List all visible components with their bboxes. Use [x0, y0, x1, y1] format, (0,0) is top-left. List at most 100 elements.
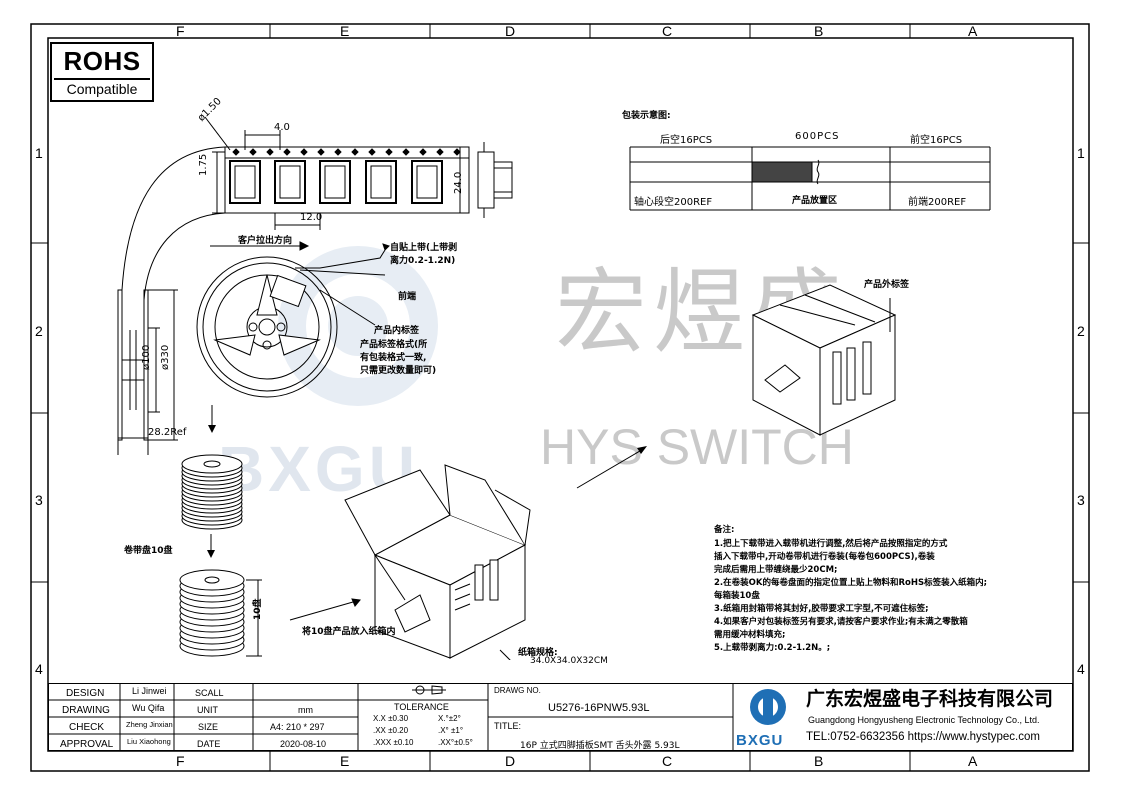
zone-row-4-right: 4 [1077, 661, 1085, 677]
rohs-title: ROHS [63, 46, 141, 76]
inner-label-line1: 产品标签格式(所 [360, 340, 428, 350]
notes-line-3: 完成后需用上带缠绕最少20CM; [714, 565, 838, 575]
put-in-carton-label: 将10盘产品放入纸箱内 [302, 627, 396, 637]
zone-col-d-bottom: D [505, 753, 516, 769]
zone-row-1-left: 1 [35, 145, 43, 161]
front-end-label: 前端 [398, 292, 417, 302]
dim-pocket-pitch: 12.0 [300, 212, 323, 223]
title-label: TITLE: [494, 721, 522, 731]
drawing-title: 16P 立式四脚插板SMT 舌头外露 5.93L [520, 741, 680, 751]
reel-stack-top [181, 454, 243, 530]
packing-front-empty: 前空16PCS [910, 135, 963, 146]
drawing-no: U5276-16PNW5.93L [548, 702, 650, 714]
zone-row-2-left: 2 [35, 323, 43, 339]
size-value: A4: 210 * 297 [270, 722, 325, 732]
title-block-grid [48, 683, 1073, 751]
zone-row-4-left: 4 [35, 661, 43, 677]
dim-tape-width: 24.0 [453, 171, 464, 194]
approval-name: Liu Xiaohong [127, 737, 171, 746]
tolerance-5: .X° ±1° [438, 726, 464, 735]
notes-line-8: 需用缓冲材料填充; [714, 630, 786, 640]
zone-col-e-top: E [340, 23, 350, 39]
dim-reel-width: 28.2Ref [148, 427, 187, 438]
company-logo-text: BXGU [736, 732, 784, 749]
zone-col-b-bottom: B [814, 753, 824, 769]
peel-force-label: 离力0.2-1.2N) [390, 256, 456, 266]
notes-title: 备注: [714, 525, 735, 535]
notes-line-7: 4.如果客户对包装标签另有要求,请按客户要求作业;有未满之零散箱 [714, 617, 968, 627]
drawing-label: DRAWING [62, 705, 110, 716]
closed-carton [751, 284, 897, 436]
design-name: Li Jinwei [132, 686, 167, 696]
notes-line-9: 5.上载带剥离力:0.2-1.2N。; [714, 643, 831, 653]
notes-line-4: 2.在卷装OK的每卷盘面的指定位置上贴上物料和RoHS标签装入纸箱内; [714, 578, 987, 588]
packing-qty: 600PCS [795, 131, 840, 142]
zone-col-e-bottom: E [340, 753, 350, 769]
open-carton [289, 464, 531, 660]
carrier-tape-drawing [117, 116, 513, 455]
scale-label: SCALL [195, 688, 224, 698]
inner-label-line2: 有包装格式一致, [360, 353, 427, 363]
approval-label: APPROVAL [60, 739, 114, 750]
drawing-no-label: DRAWG NO. [494, 686, 541, 695]
dim-reel-diameter: ø330 [160, 344, 171, 370]
reel-callouts [295, 243, 390, 326]
packing-title: 包装示意图: [622, 111, 671, 121]
rohs-badge: ROHS Compatible [50, 42, 154, 102]
tolerance-6: .XX°±0.5° [438, 738, 473, 747]
date-label: DATE [197, 739, 221, 749]
rohs-subtitle: Compatible [54, 78, 150, 98]
packing-diagram [629, 146, 991, 211]
tolerance-2: .XX ±0.20 [373, 726, 409, 735]
zone-col-f-top: F [176, 23, 185, 39]
notes-line-1: 1.把上下载带进入载带机进行调整,然后将产品按照指定的方式 [714, 539, 948, 549]
company-name-en: Guangdong Hongyusheng Electronic Technol… [808, 715, 1040, 725]
packing-hub-empty: 轴心段空200REF [634, 197, 713, 208]
zone-row-1-right: 1 [1077, 145, 1085, 161]
date-value: 2020-08-10 [280, 739, 327, 749]
company-name-cn: 广东宏煜盛电子科技有限公司 [806, 688, 1054, 710]
check-name: Zheng Jinxian [126, 720, 173, 729]
down-arrow-icon-2 [207, 534, 215, 558]
carton-spec-size: 34.0X34.0X32CM [530, 656, 608, 666]
design-label: DESIGN [66, 688, 105, 699]
packing-front-end: 前端200REF [908, 197, 967, 208]
size-label: SIZE [198, 722, 219, 732]
tolerance-1: X.X ±0.30 [373, 714, 409, 723]
carton-spec-title: 纸箱规格: [518, 648, 558, 658]
dim-hub-diameter: ø100 [141, 344, 152, 370]
self-adhesive-label: 自贴上带(上带剥 [390, 243, 458, 253]
reel-count-label: 卷带盘10盘 [124, 546, 173, 556]
dim-hole-pitch: 4.0 [274, 122, 290, 133]
zone-col-b-top: B [814, 23, 824, 39]
zone-row-3-right: 3 [1077, 492, 1085, 508]
zone-col-f-bottom: F [176, 753, 185, 769]
pull-direction-label: 客户拉出方向 [238, 236, 293, 246]
watermark-en: HYS SWITCH [540, 419, 854, 475]
diagonal-arrow-icon [576, 446, 647, 489]
stack-height-label: 10盘 [253, 598, 263, 620]
drawing-name: Wu Qifa [132, 703, 165, 713]
unit-value: mm [298, 705, 313, 715]
outer-label-title: 产品外标签 [864, 280, 910, 290]
unit-label: UNIT [197, 705, 218, 715]
notes-line-5: 每箱装10盘 [714, 591, 760, 601]
dim-edge-distance: 1.75 [198, 153, 209, 176]
zone-col-a-top: A [968, 23, 978, 39]
tolerance-4: X.°±2° [438, 714, 461, 723]
company-logo-icon [750, 689, 786, 725]
check-label: CHECK [69, 722, 105, 733]
company-contact: TEL:0752-6632356 https://www.hystypec.co… [806, 731, 1040, 743]
reel-stack-bottom [179, 569, 262, 657]
inner-label-line3: 只需更改数量即可) [360, 366, 437, 376]
packing-rear-empty: 后空16PCS [660, 135, 713, 146]
tolerance-3: .XXX ±0.10 [373, 738, 414, 747]
zone-col-c-bottom: C [662, 753, 673, 769]
down-arrow-icon [208, 405, 216, 433]
zone-row-3-left: 3 [35, 492, 43, 508]
notes-line-6: 3.纸箱用封箱带将其封好,胶带要求工字型,不可遮住标签; [714, 604, 929, 614]
inner-label-title: 产品内标签 [374, 326, 420, 336]
zone-col-a-bottom: A [968, 753, 978, 769]
zone-col-d-top: D [505, 23, 516, 39]
